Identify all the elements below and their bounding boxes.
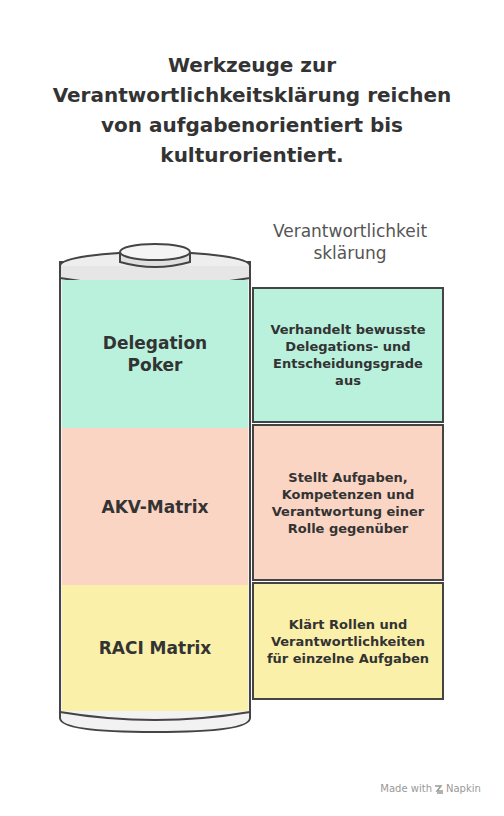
napkin-logo [435, 786, 443, 793]
band-label: RACI Matrix [99, 637, 212, 659]
battery-terminal-top [120, 244, 190, 260]
diagram-title: Werkzeuge zur Verantwortlichkeitsklärung… [30, 50, 474, 170]
description-box: Stellt Aufgaben, Kompetenzen und Verantw… [252, 424, 444, 581]
battery-band: RACI Matrix [62, 585, 248, 711]
cylinder-ring [60, 712, 250, 720]
band-label: AKV-Matrix [102, 496, 209, 518]
description-box: Klärt Rollen und Verantwortlichkeiten fü… [252, 582, 444, 700]
description-text: Stellt Aufgaben, Kompetenzen und Verantw… [264, 469, 432, 537]
battery-band: Delegation Poker [62, 280, 248, 428]
description-box: Verhandelt bewusste Delegations- und Ent… [252, 287, 444, 423]
column-header: Verantwortlichkeitsklärung [270, 220, 430, 264]
description-text: Verhandelt bewusste Delegations- und Ent… [264, 321, 432, 389]
watermark: Made with [370, 782, 432, 796]
band-label: Delegation Poker [76, 332, 234, 376]
cylinder-body [60, 262, 250, 732]
watermark: Napkin [446, 782, 496, 796]
description-text: Klärt Rollen und Verantwortlichkeiten fü… [264, 616, 432, 667]
battery-band: AKV-Matrix [62, 428, 248, 585]
